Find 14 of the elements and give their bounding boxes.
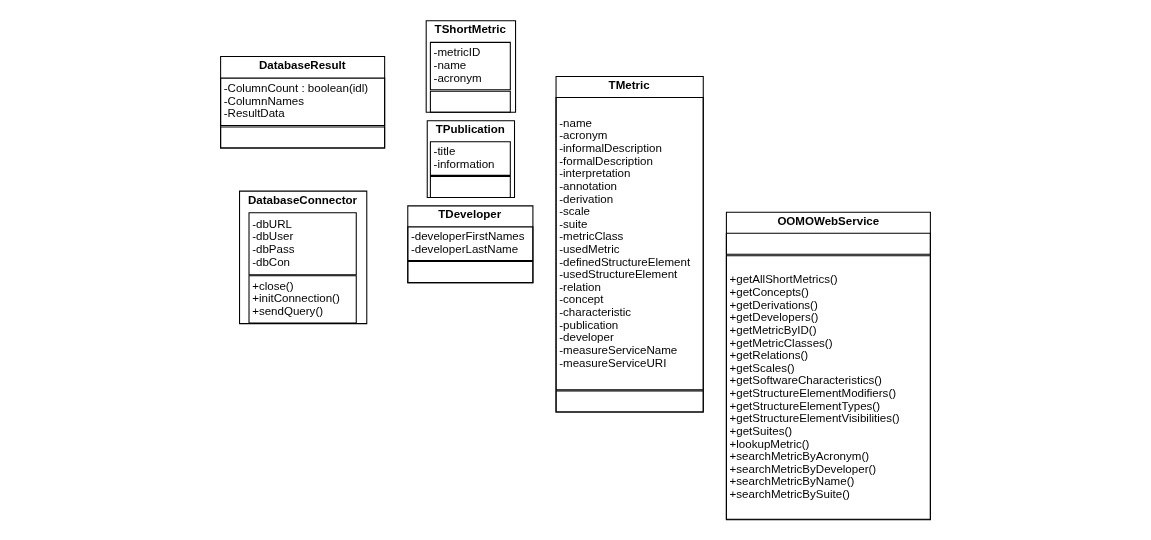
node-box bbox=[429, 90, 511, 113]
node-box: -title -information bbox=[429, 141, 511, 176]
node-box: +close() +initConnection() +sendQuery() bbox=[248, 275, 357, 324]
node-box bbox=[555, 390, 704, 413]
node-box: -name -acronym -informalDescription -formalDescription -interpretation -annotation -derivation -scale -suite -metricClass -usedMetric -definedStructureElement -usedStructureElement -relation -concept -characteristic -publication -developer -measureServiceName -measureServiceURI bbox=[555, 97, 704, 391]
node-box: -dbURL -dbUser -dbPass -dbCon bbox=[248, 212, 357, 276]
node-box bbox=[725, 232, 931, 255]
node-box: -developerFirstNames -developerLastName bbox=[407, 226, 534, 262]
node-box: -ColumnCount : boolean(idl) -ColumnNames -ResultData bbox=[220, 77, 386, 126]
node-box bbox=[429, 175, 511, 198]
node-box bbox=[220, 126, 386, 149]
node-box bbox=[407, 261, 534, 284]
node-box: -metricID -name -acronym bbox=[429, 41, 511, 91]
node-box: +getAllShortMetrics() +getConcepts() +getDerivations() +getDevelopers() +getMetricByID() +getMetricClasses() +getRelations() +getScales() +getSoftwareCharacteristics() +getStructureElementModifiers() +getStructureElementTypes() +getStructureElementVisibilities() +getSuites() +lookupMetric() +searchMetricByAcronym() +searchMetricByDeveloper() +searchMetricByName() +searchMetricBySuite() bbox=[725, 255, 931, 521]
